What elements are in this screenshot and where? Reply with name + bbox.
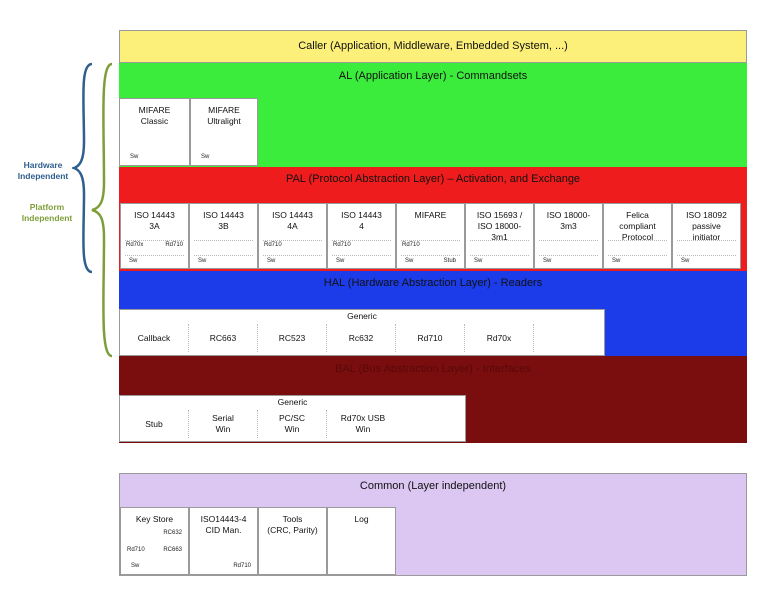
sw-tag: Sw: [681, 258, 690, 264]
separator: [401, 240, 460, 241]
separator: [470, 255, 529, 256]
separator: [539, 240, 598, 241]
hal-item: RC523: [258, 324, 327, 352]
sw-tag: Sw: [474, 258, 483, 264]
al-cell-mifare-classic: MIFARE Classic Sw: [119, 98, 190, 166]
sw-tag: Sw: [336, 258, 345, 264]
hal-generic-label: Generic: [347, 311, 377, 321]
sw-tag: Sw: [131, 563, 140, 569]
al-cell-mifare-ultralight: MIFARE Ultralight Sw: [190, 98, 258, 166]
hardware-independent-label: Hardware Independent: [17, 160, 69, 181]
rc632-tag: RC632: [163, 530, 182, 536]
hardware-independent-brace: [72, 62, 93, 274]
separator: [263, 255, 322, 256]
sw-tag: Sw: [267, 258, 276, 264]
common-title: Common (Layer independent): [359, 480, 507, 492]
sw-tag: Sw: [130, 154, 139, 160]
hal-item: Rc632: [327, 324, 396, 352]
separator: [608, 240, 667, 241]
caller-title: Caller (Application, Middleware, Embedde…: [298, 40, 568, 52]
common-cell-cid-man: ISO14443-4 CID Man. Rd710: [189, 507, 258, 575]
reader-tag: Rd710: [165, 242, 183, 248]
stub-tag: Stub: [443, 258, 456, 264]
bal-title: BAL (Bus Abstraction Layer) - Interfaces: [335, 363, 531, 375]
separator: [608, 255, 667, 256]
separator: [677, 255, 736, 256]
reader-tag: Rd710: [402, 242, 420, 248]
sw-tag: Sw: [405, 258, 414, 264]
bal-item: Rd70x USB Win: [340, 413, 386, 434]
separator: [677, 240, 736, 241]
separator: [539, 255, 598, 256]
sw-tag: Sw: [201, 154, 210, 160]
separator: [194, 255, 253, 256]
bal-item: Stub: [120, 410, 189, 438]
common-cell-key-store: Key Store RC632 Rd710 RC663 Sw: [120, 507, 189, 575]
rc663-tag: RC663: [163, 547, 182, 553]
bal-item: Serial Win: [189, 410, 258, 438]
al-title: AL (Application Layer) - Commandsets: [338, 70, 528, 82]
separator: [125, 240, 184, 241]
separator: [125, 255, 184, 256]
caller-layer: Caller (Application, Middleware, Embedde…: [119, 30, 747, 63]
hal-generic-strip: Generic Callback RC663 RC523 Rc632 Rd710…: [119, 309, 605, 356]
separator: [401, 255, 460, 256]
bal-generic-label: Generic: [277, 397, 308, 407]
hal-item: Callback: [120, 324, 189, 352]
separator: [470, 240, 529, 241]
common-cell-tools: Tools (CRC, Parity): [258, 507, 327, 575]
bal-generic-strip: Generic Stub Serial Win PC/SC Win Rd70x …: [119, 395, 466, 442]
separator: [194, 240, 253, 241]
separator: [332, 240, 391, 241]
sw-tag: Sw: [612, 258, 621, 264]
rd710-tag: Rd710: [233, 563, 251, 569]
hal-item: RC663: [189, 324, 258, 352]
sw-tag: Sw: [543, 258, 552, 264]
platform-independent-brace: [91, 62, 113, 358]
sw-tag: Sw: [198, 258, 207, 264]
reader-tag: Rd710: [264, 242, 282, 248]
platform-independent-label: Platform Independent: [21, 202, 73, 223]
reader-tag: Rd70x: [126, 242, 144, 248]
common-cell-log: Log: [327, 507, 396, 575]
pal-title: PAL (Protocol Abstraction Layer) – Activ…: [285, 173, 581, 185]
sw-tag: Sw: [129, 258, 138, 264]
separator: [263, 240, 322, 241]
hal-title: HAL (Hardware Abstraction Layer) - Reade…: [323, 277, 543, 289]
separator: [332, 255, 391, 256]
rd710-tag: Rd710: [127, 547, 145, 553]
bal-item: PC/SC Win: [258, 410, 327, 438]
hal-item: Rd710: [396, 324, 465, 352]
hal-item: Rd70x: [465, 324, 534, 352]
reader-tag: Rd710: [333, 242, 351, 248]
